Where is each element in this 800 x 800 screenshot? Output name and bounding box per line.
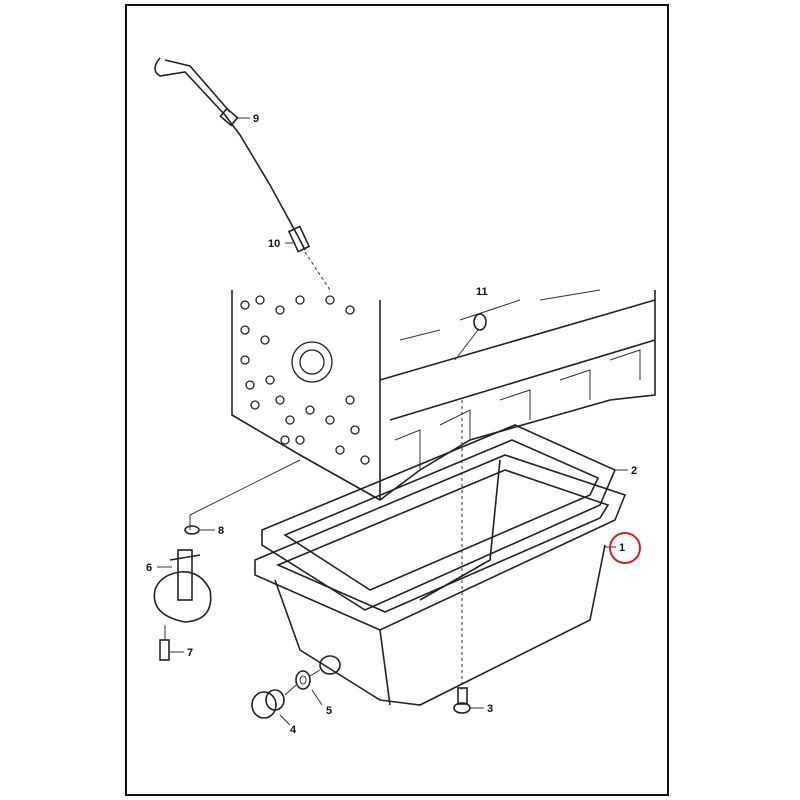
callout-10: 10: [268, 238, 280, 250]
callouts: 9 10 11 2 1 8 6 7 5 4 3: [146, 113, 641, 736]
callout-7: 7: [187, 647, 193, 659]
bolt-hole: [260, 335, 270, 345]
gasket: [261, 424, 617, 611]
callout-1: 1: [619, 542, 625, 554]
callout-9: 9: [253, 113, 259, 125]
oil-strainer: [153, 459, 301, 661]
bolt-hole: [240, 300, 250, 310]
callout-6: 6: [146, 562, 152, 574]
bolt-hole: [305, 405, 315, 415]
highlight-circle: [609, 532, 641, 564]
callout-2: 2: [631, 465, 637, 477]
bolt-hole: [325, 415, 335, 425]
engine-block: [231, 289, 656, 501]
bolt-11: [454, 313, 487, 690]
callout-3: 3: [487, 703, 493, 715]
bolt-hole: [250, 400, 260, 410]
bolt-hole: [335, 445, 345, 455]
oil-pan: [254, 454, 627, 706]
bolt-hole: [360, 455, 370, 465]
bolt-hole: [275, 395, 285, 405]
bolt-hole: [245, 380, 255, 390]
drain-plug: [251, 669, 471, 719]
callout-11: 11: [476, 286, 488, 298]
callout-5: 5: [326, 705, 332, 717]
bolt-hole: [295, 435, 305, 445]
callout-4: 4: [290, 724, 297, 736]
bolt-hole: [285, 415, 295, 425]
callout-8: 8: [218, 525, 224, 537]
bolt-hole: [240, 325, 250, 335]
bolt-hole: [275, 305, 285, 315]
bolt-hole: [240, 355, 250, 365]
bolt-hole: [325, 295, 335, 305]
bolt-hole: [350, 425, 360, 435]
bolt-hole: [280, 435, 290, 445]
bolt-hole: [265, 375, 275, 385]
bolt-hole: [295, 295, 305, 305]
frame-border: [125, 4, 669, 796]
dipstick: [154, 57, 331, 291]
bolt-hole: [345, 395, 355, 405]
bolt-hole: [255, 295, 265, 305]
bolt-hole: [345, 305, 355, 315]
